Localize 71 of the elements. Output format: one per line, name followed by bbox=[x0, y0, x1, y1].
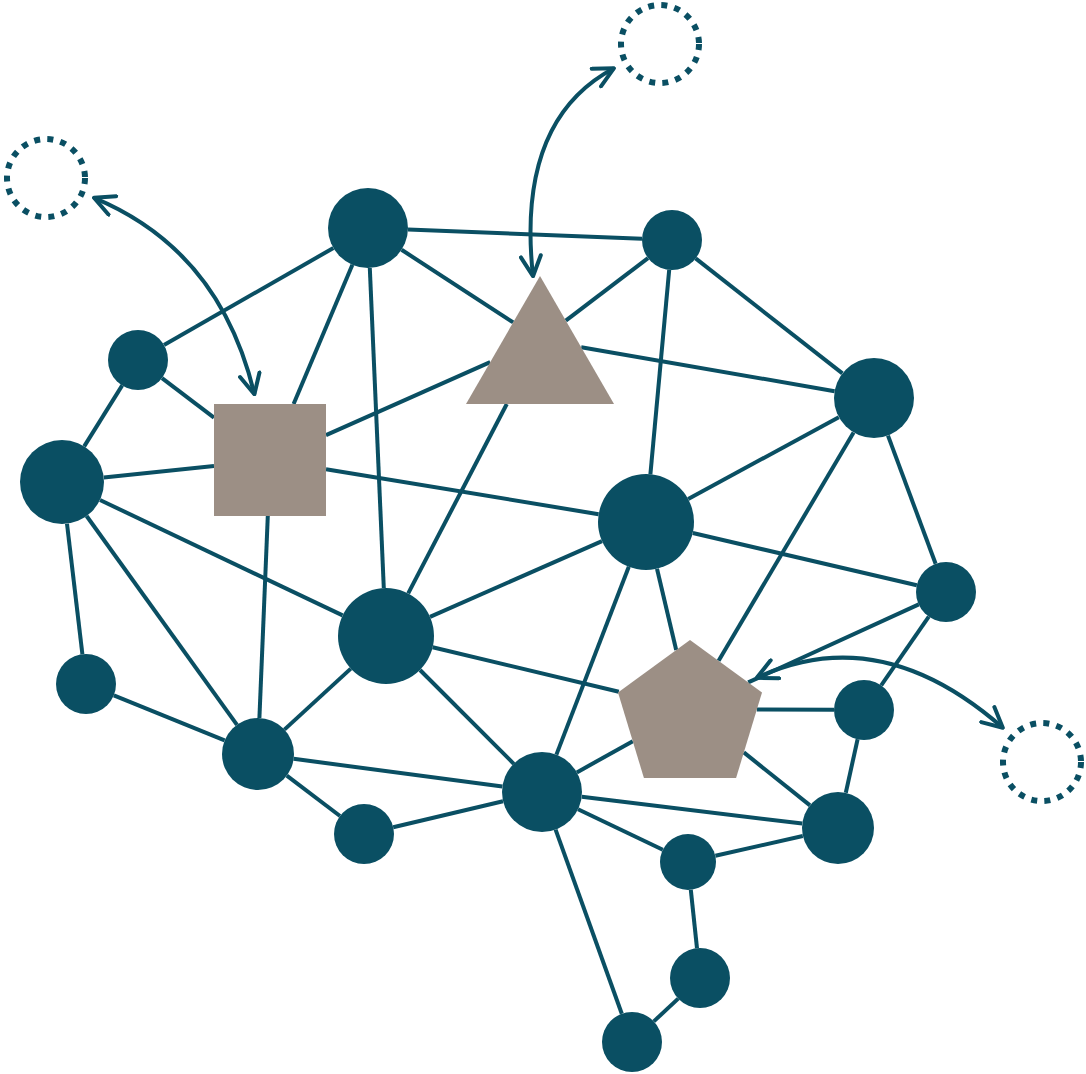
connector-line bbox=[293, 756, 503, 789]
triangle-node bbox=[466, 276, 614, 404]
connector-line bbox=[99, 498, 344, 618]
connector-line bbox=[418, 668, 516, 766]
connector-line bbox=[367, 267, 386, 589]
connector-line bbox=[714, 834, 804, 858]
double-arrow bbox=[754, 655, 1005, 730]
connector-line bbox=[160, 376, 216, 420]
node-circle bbox=[834, 680, 894, 740]
connector-line bbox=[325, 467, 599, 517]
connector-line bbox=[554, 566, 631, 756]
connector-line bbox=[843, 738, 860, 794]
node-circle bbox=[222, 718, 294, 790]
node-circle bbox=[338, 588, 434, 684]
connector-line bbox=[694, 256, 844, 375]
node-circle bbox=[598, 474, 694, 570]
dotted-circle bbox=[618, 2, 702, 86]
connector-line bbox=[580, 345, 835, 394]
connector-line bbox=[692, 531, 918, 588]
connector-line bbox=[756, 707, 834, 712]
connector-line bbox=[688, 889, 699, 949]
node-circle bbox=[660, 834, 716, 890]
connector-line bbox=[879, 615, 931, 687]
connector-line bbox=[163, 246, 335, 347]
connector-line bbox=[84, 514, 239, 726]
connector-line bbox=[406, 403, 509, 595]
node-circle bbox=[916, 562, 976, 622]
square-node bbox=[214, 404, 326, 516]
connector-line bbox=[652, 997, 680, 1023]
dotted-circle bbox=[4, 136, 88, 220]
connector-line bbox=[648, 269, 672, 475]
node-circle bbox=[20, 440, 104, 524]
node-circle bbox=[334, 804, 394, 864]
connector-line bbox=[432, 645, 620, 694]
connector-line bbox=[325, 360, 491, 438]
connector-line bbox=[747, 602, 920, 685]
node-circle bbox=[56, 654, 116, 714]
dotted-circle bbox=[1000, 720, 1084, 804]
connector-line bbox=[285, 774, 342, 818]
node-circle bbox=[670, 948, 730, 1008]
connector-line bbox=[581, 794, 803, 826]
node-circle bbox=[602, 1012, 662, 1072]
node-circle bbox=[328, 188, 408, 268]
connector-line bbox=[553, 828, 624, 1015]
connector-line bbox=[407, 227, 643, 241]
connector-line bbox=[687, 415, 840, 501]
connector-line bbox=[392, 799, 504, 830]
node-circle bbox=[802, 792, 874, 864]
connector-line bbox=[577, 807, 664, 852]
connector-line bbox=[742, 750, 812, 807]
node-circle bbox=[502, 752, 582, 832]
connector-line bbox=[113, 693, 226, 743]
connector-line bbox=[429, 539, 603, 619]
connector-line bbox=[65, 523, 85, 655]
node-circle bbox=[108, 330, 168, 390]
connector-line bbox=[82, 384, 124, 448]
node-circle bbox=[834, 358, 914, 438]
connector-line bbox=[291, 264, 355, 405]
connector-line bbox=[564, 256, 650, 323]
connector-line bbox=[283, 667, 353, 732]
double-arrow bbox=[519, 66, 616, 279]
node-circle bbox=[642, 210, 702, 270]
connector-line bbox=[575, 739, 634, 775]
connector-line bbox=[886, 434, 938, 565]
connector-line bbox=[400, 248, 515, 325]
connector-line bbox=[716, 431, 856, 662]
connector-line bbox=[257, 515, 270, 719]
double-arrow bbox=[92, 195, 261, 397]
pentagon-node bbox=[618, 640, 762, 778]
connector-line bbox=[103, 464, 215, 480]
connector-line bbox=[655, 568, 679, 651]
